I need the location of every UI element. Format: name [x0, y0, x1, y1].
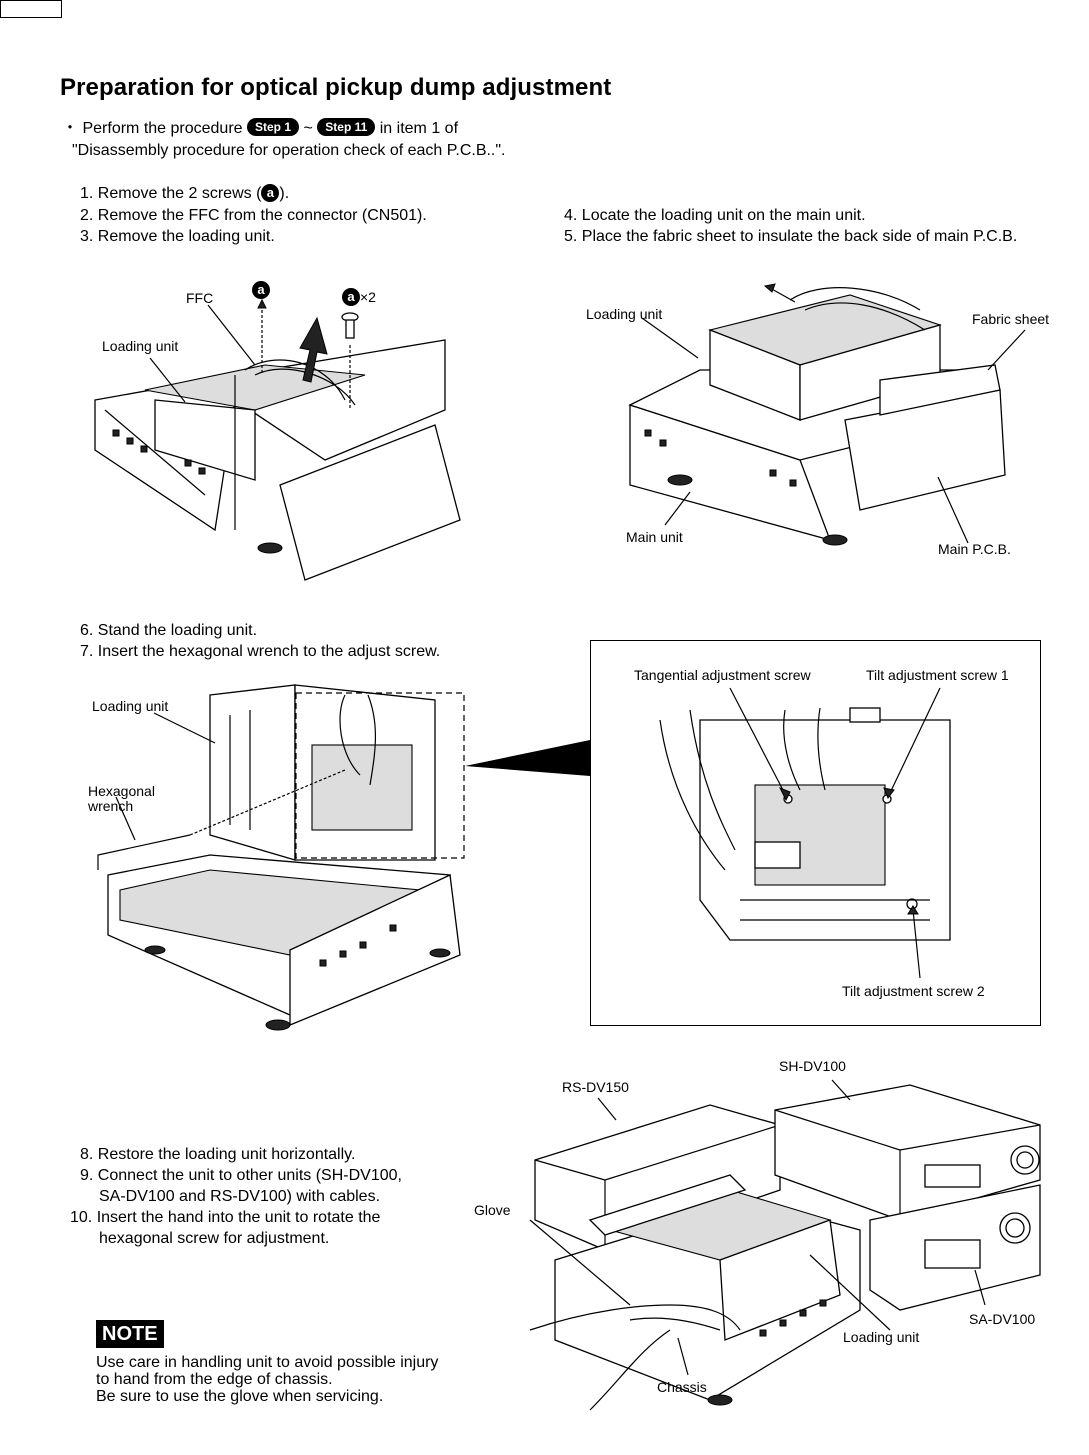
- step-start-badge: Step 1: [247, 118, 300, 136]
- fig5-sh-label: SH-DV100: [779, 1058, 846, 1074]
- fig3-hex-line2: wrench: [88, 798, 134, 814]
- intro-line-2: "Disassembly procedure for operation che…: [72, 142, 506, 159]
- step-6: 6. Stand the loading unit.: [80, 622, 258, 639]
- fig3-hex-wrench-label: Hexagonal wrench: [88, 784, 155, 814]
- step-7: 7. Insert the hexagonal wrench to the ad…: [80, 643, 441, 660]
- intro-tilde: ~: [303, 120, 313, 137]
- fig5-sa-label: SA-DV100: [969, 1311, 1036, 1327]
- figure-adjustment-screws-detail: [659, 687, 951, 979]
- intro-line-1: ・ Perform the procedure Step 1 ~ Step 11…: [62, 118, 458, 139]
- fig2-fabric-sheet-label: Fabric sheet: [972, 311, 1050, 327]
- step-end-badge: Step 11: [317, 118, 376, 136]
- fig1-screw-marker: a: [252, 281, 270, 299]
- note-line-3: Be sure to use the glove when servicing.: [96, 1388, 384, 1405]
- figure-connected-units: [529, 1079, 1041, 1411]
- figure-remove-loading-unit: [94, 298, 461, 581]
- step-2: 2. Remove the FFC from the connector (CN…: [80, 207, 427, 224]
- fig5-glove-label: Glove: [474, 1202, 511, 1218]
- figure-place-on-main-unit: [628, 283, 1026, 546]
- step-1-pre: 1. Remove the 2 screws (: [80, 185, 262, 202]
- fig1-ffc-label: FFC: [186, 290, 214, 306]
- note-text: Use care in handling unit to avoid possi…: [96, 1354, 438, 1405]
- fig4-tangential-label: Tangential adjustment screw: [634, 667, 811, 683]
- step-1: 1. Remove the 2 screws (a).: [80, 183, 289, 204]
- zoom-pointer: [465, 740, 590, 776]
- fig5-loading-unit-label: Loading unit: [843, 1329, 920, 1345]
- fig3-loading-unit-label: Loading unit: [92, 698, 169, 714]
- fig1-loading-unit-label: Loading unit: [102, 338, 179, 354]
- fig4-tilt1-label: Tilt adjustment screw 1: [866, 667, 1009, 683]
- detail-box-adjustment-screws: [590, 640, 1041, 1026]
- fig5-chassis-label: Chassis: [657, 1379, 707, 1395]
- note-badge: NOTE: [96, 1320, 164, 1348]
- fig5-rs-label: RS-DV150: [562, 1079, 629, 1095]
- screw-a-marker: a: [261, 184, 280, 202]
- fig4-tilt2-label: Tilt adjustment screw 2: [842, 983, 985, 999]
- fig2-main-unit-label: Main unit: [626, 529, 683, 545]
- fig1-times-two: ×2: [360, 289, 376, 305]
- step-3: 3. Remove the loading unit.: [80, 228, 275, 245]
- intro-suffix: in item 1 of: [379, 120, 459, 137]
- step-5: 5. Place the fabric sheet to insulate th…: [564, 228, 1018, 245]
- note-line-1: Use care in handling unit to avoid possi…: [96, 1354, 439, 1371]
- step-9-line-2: SA-DV100 and RS-DV100) with cables.: [99, 1188, 381, 1205]
- step-10-line-2: hexagonal screw for adjustment.: [99, 1230, 330, 1247]
- step-9-line-1: 9. Connect the unit to other units (SH-D…: [80, 1167, 402, 1184]
- step-8: 8. Restore the loading unit horizontally…: [80, 1146, 356, 1163]
- page-corner-tab: [0, 0, 62, 18]
- fig2-main-pcb-label: Main P.C.B.: [938, 541, 1011, 557]
- note-line-2: to hand from the edge of chassis.: [96, 1371, 333, 1388]
- figure-stand-loading-unit: [97, 684, 465, 1031]
- step-1-post: ).: [279, 185, 290, 202]
- page-title: Preparation for optical pickup dump adju…: [60, 74, 612, 101]
- intro-prefix: Perform the procedure: [82, 120, 243, 137]
- step-10-line-1: 10. Insert the hand into the unit to rot…: [70, 1209, 381, 1226]
- fig1-screw-count: a×2: [342, 288, 376, 306]
- fig1-screw-marker-2: a: [342, 288, 360, 306]
- bullet: ・: [62, 120, 79, 137]
- step-4: 4. Locate the loading unit on the main u…: [564, 207, 866, 224]
- fig3-hex-line1: Hexagonal: [88, 783, 155, 799]
- fig2-loading-unit-label: Loading unit: [586, 306, 663, 322]
